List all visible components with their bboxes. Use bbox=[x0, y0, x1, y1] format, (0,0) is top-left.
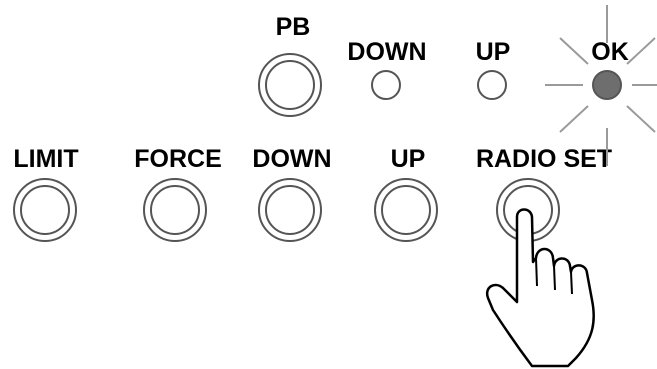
force-label: FORCE bbox=[134, 145, 222, 173]
down-led bbox=[371, 70, 401, 100]
down-button[interactable] bbox=[258, 178, 322, 242]
limit-label: LIMIT bbox=[13, 145, 79, 173]
pb-button[interactable] bbox=[258, 53, 322, 117]
up-button[interactable] bbox=[374, 178, 438, 242]
ok-led bbox=[545, 5, 657, 166]
up-led-label: UP bbox=[475, 38, 511, 66]
pointing-hand-icon bbox=[485, 208, 595, 368]
pb-label: PB bbox=[275, 13, 311, 41]
up-label: UP bbox=[390, 145, 426, 173]
down-label: DOWN bbox=[252, 145, 332, 173]
force-button[interactable] bbox=[143, 178, 207, 242]
limit-button[interactable] bbox=[13, 178, 77, 242]
up-led bbox=[477, 70, 507, 100]
ok-led-label: OK bbox=[591, 38, 629, 66]
down-led-label: DOWN bbox=[347, 38, 427, 66]
light-rays-icon bbox=[545, 5, 657, 166]
radio-set-label: RADIO SET bbox=[475, 145, 613, 173]
